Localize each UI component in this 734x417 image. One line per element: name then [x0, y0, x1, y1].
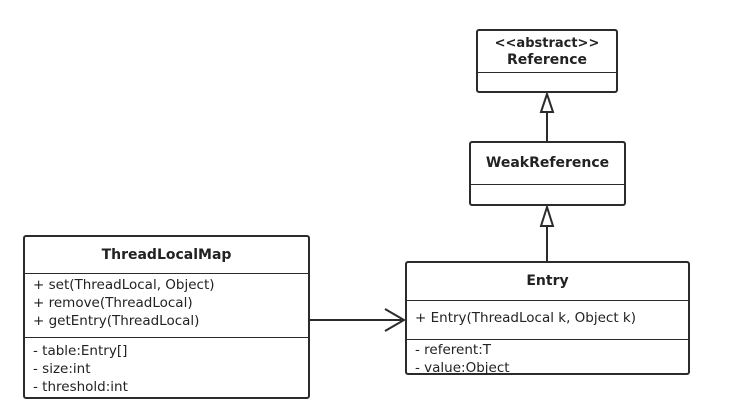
class-name: WeakReference — [485, 155, 610, 171]
method-getentry: + getEntry(ThreadLocal) — [33, 313, 200, 329]
class-weakreference-header: WeakReference — [471, 143, 624, 185]
method-entry-constructor: + Entry(ThreadLocal k, Object k) — [415, 310, 637, 326]
fields-section: - referent:T - value:Object — [407, 339, 688, 379]
class-weakreference[interactable]: WeakReference — [469, 141, 626, 206]
class-name: Entry — [526, 273, 569, 289]
class-name: ThreadLocalMap — [101, 246, 232, 263]
class-weakreference-body — [471, 185, 624, 189]
fields-section: - table:Entry[] - size:int - threshold:i… — [25, 337, 308, 398]
inheritance-arrowhead-reference — [539, 90, 555, 113]
class-entry[interactable]: Entry + Entry(ThreadLocal k, Object k) -… — [405, 261, 690, 376]
method-set: + set(ThreadLocal, Object) — [33, 277, 215, 293]
class-entry-header: Entry — [407, 263, 688, 301]
class-reference-header: <<abstract>> Reference — [478, 31, 616, 73]
methods-section: + set(ThreadLocal, Object) + remove(Thre… — [25, 274, 308, 337]
inheritance-arrowhead-weakreference — [539, 203, 555, 227]
association-arrowhead-entry — [384, 308, 406, 332]
field-threshold: - threshold:int — [33, 379, 128, 395]
class-reference[interactable]: <<abstract>> Reference — [476, 29, 618, 93]
methods-section: + Entry(ThreadLocal k, Object k) — [407, 301, 688, 339]
field-size: - size:int — [33, 361, 91, 377]
field-table: - table:Entry[] — [33, 343, 128, 359]
class-threadlocalmap[interactable]: ThreadLocalMap + set(ThreadLocal, Object… — [23, 235, 310, 399]
stereotype-label: <<abstract>> — [494, 35, 600, 51]
method-remove: + remove(ThreadLocal) — [33, 295, 193, 311]
class-reference-body — [478, 73, 616, 77]
class-name: Reference — [506, 51, 588, 68]
class-threadlocalmap-header: ThreadLocalMap — [25, 237, 308, 274]
field-referent: - referent:T — [415, 342, 491, 358]
field-value: - value:Object — [415, 360, 510, 376]
